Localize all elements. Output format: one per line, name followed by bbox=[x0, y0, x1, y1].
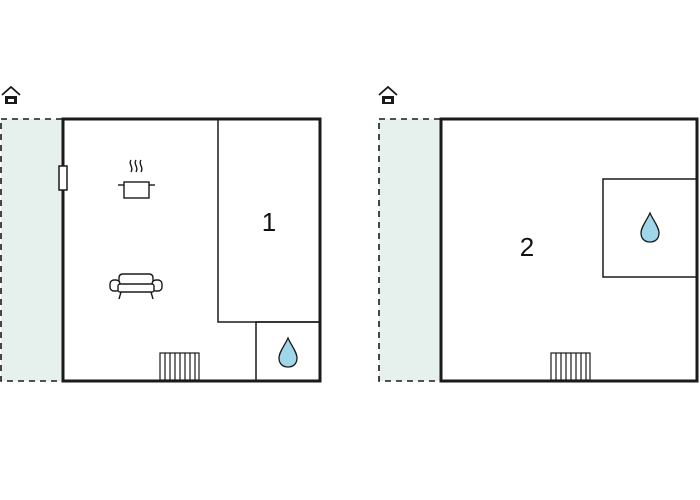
house-icon bbox=[378, 85, 398, 104]
room-label-1: 1 bbox=[262, 207, 276, 237]
radiator-icon bbox=[159, 352, 200, 381]
floor-plan-2: 2 bbox=[378, 85, 699, 383]
door bbox=[58, 165, 68, 191]
terrace-area bbox=[0, 118, 64, 382]
room-label-2: 2 bbox=[520, 232, 534, 262]
outer-wall bbox=[439, 117, 699, 383]
sofa-icon bbox=[109, 273, 163, 300]
bathroom bbox=[255, 321, 321, 382]
radiator-icon bbox=[550, 352, 591, 381]
water-drop-icon bbox=[640, 211, 660, 243]
outer-wall bbox=[61, 117, 322, 383]
water-drop-icon bbox=[278, 336, 298, 368]
house-icon bbox=[1, 85, 21, 104]
bathroom bbox=[602, 178, 698, 278]
terrace-area bbox=[378, 118, 442, 382]
floor-plan-1: 1 bbox=[0, 85, 322, 383]
kitchen-pot-icon bbox=[118, 159, 155, 199]
